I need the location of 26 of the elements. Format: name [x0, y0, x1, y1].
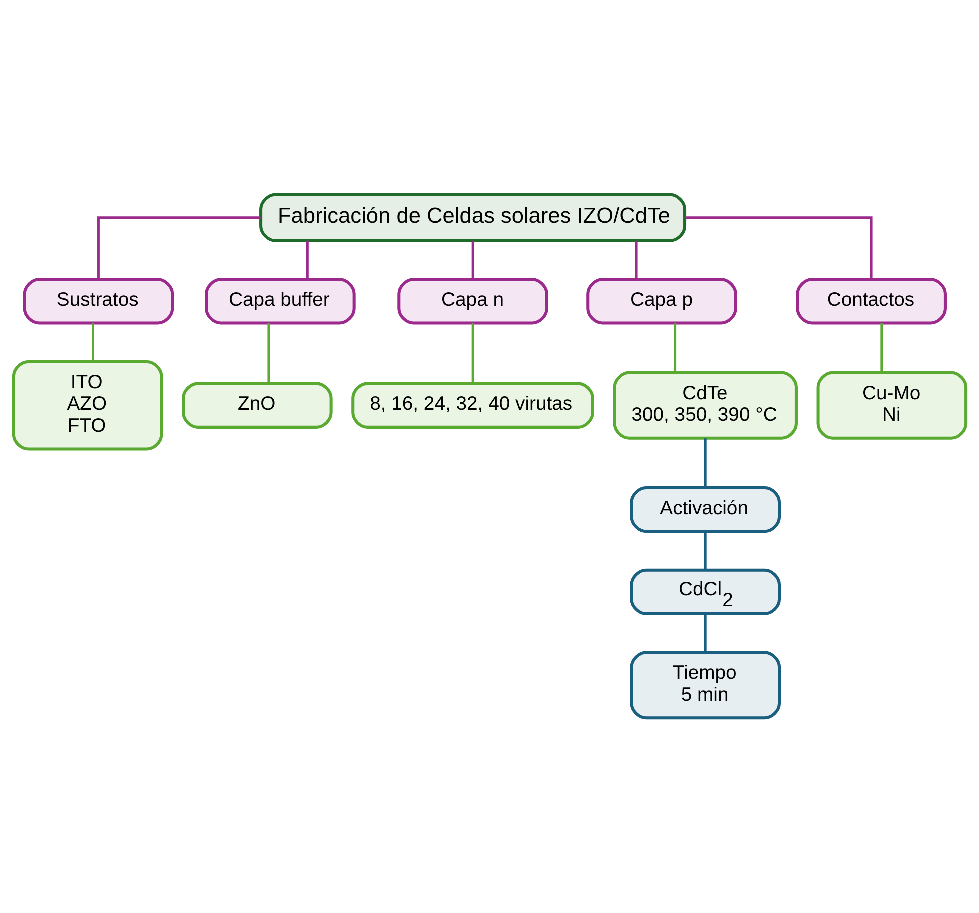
- connector: [684, 216, 872, 280]
- connector: [471, 324, 474, 384]
- node-box: Capa p: [586, 278, 737, 325]
- connector: [634, 241, 638, 280]
- node-box: 8, 16, 24, 32, 40 virutas: [351, 382, 594, 429]
- node-box: CdTe 300, 350, 390 °C: [612, 371, 798, 440]
- node-box: Capa n: [397, 278, 548, 325]
- node-box: Contactos: [796, 278, 946, 325]
- node-box: Tiempo 5 min: [630, 651, 781, 720]
- connector: [704, 532, 706, 570]
- node-box: Sustratos: [22, 278, 174, 325]
- connector: [97, 216, 260, 280]
- connector: [880, 324, 883, 373]
- node-box: Fabricación de Celdas solares IZO/CdTe: [259, 193, 686, 242]
- connector: [92, 324, 94, 362]
- node-box: Cu-Mo Ni: [816, 371, 968, 440]
- connector: [704, 438, 706, 488]
- connector: [306, 241, 308, 280]
- node-box: Activación: [630, 486, 781, 534]
- node-box: ITO AZO FTO: [12, 360, 163, 451]
- connector: [267, 324, 270, 384]
- connector: [704, 614, 706, 653]
- node-box: Capa buffer: [204, 278, 356, 325]
- node-box: ZnO: [182, 382, 332, 429]
- connector: [674, 324, 676, 373]
- connector: [471, 241, 474, 280]
